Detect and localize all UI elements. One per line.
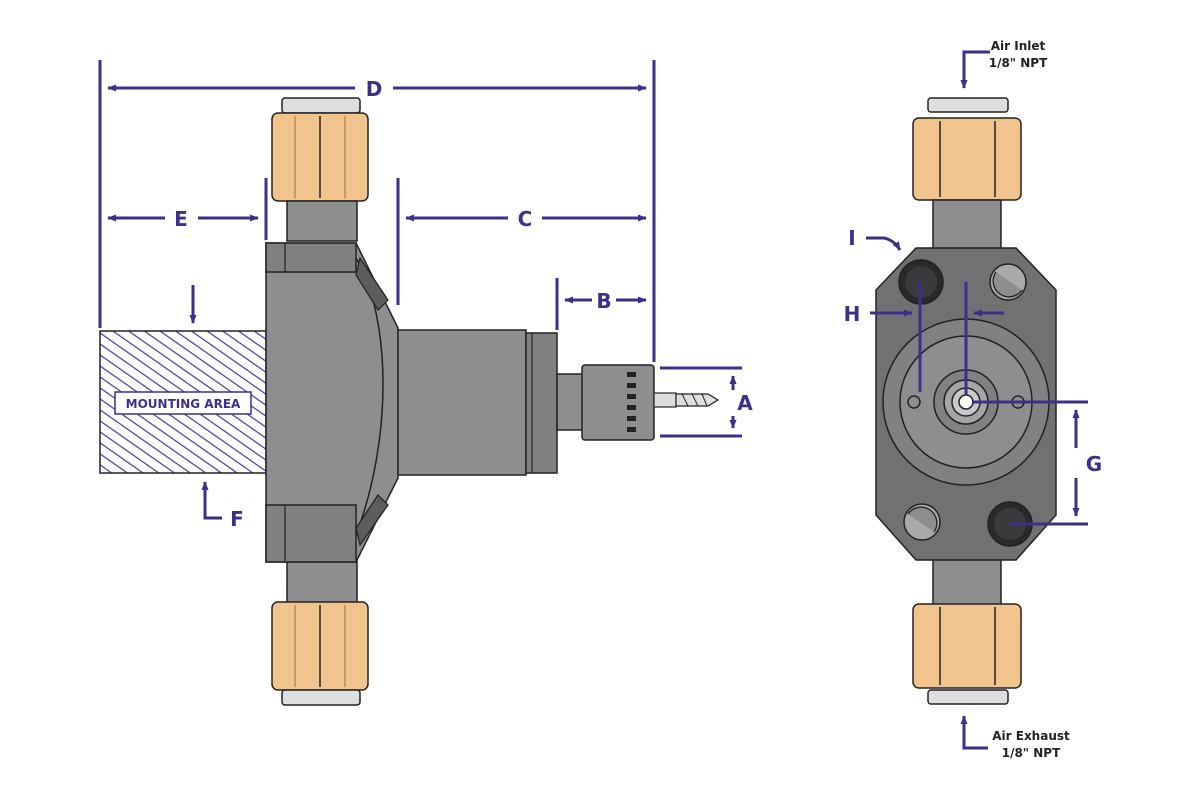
dimension-f-bottom-leader <box>201 481 222 520</box>
clamp-bottom-left-slot <box>907 506 938 533</box>
label-f: F <box>230 507 244 531</box>
exhaust-fitting-cap <box>927 689 1009 705</box>
body-port-bottom <box>355 494 389 547</box>
air-inlet-arrow <box>960 50 990 89</box>
label-b: B <box>596 289 611 313</box>
label-d: D <box>366 77 383 101</box>
bottom-fitting-stem <box>286 559 358 606</box>
body-top-cap <box>265 242 357 273</box>
inlet-fitting-stem <box>932 199 1002 251</box>
label-e: E <box>174 207 188 231</box>
inlet-fitting-nut <box>912 117 1022 201</box>
exhaust-fitting-nut <box>912 603 1022 689</box>
collet-bore <box>958 394 974 410</box>
drill-flute <box>691 393 699 407</box>
air-exhaust-size: 1/8" NPT <box>1002 746 1061 760</box>
bottom-fitting-cap <box>281 689 361 706</box>
label-h: H <box>844 302 861 326</box>
top-fitting-cap <box>281 97 361 114</box>
label-a: A <box>737 391 753 415</box>
exhaust-fitting-stem <box>932 554 1002 608</box>
side-view-dimensions <box>98 60 742 520</box>
air-inlet-size: 1/8" NPT <box>989 56 1048 70</box>
top-fitting-stem <box>286 200 358 242</box>
air-inlet-label: Air Inlet <box>991 39 1046 53</box>
air-exhaust-arrow <box>960 715 988 750</box>
inlet-fitting-cap <box>927 97 1009 113</box>
clamp-top-right-slot <box>992 271 1023 298</box>
drill-shank <box>653 392 677 408</box>
spindle-neck <box>556 373 585 431</box>
spindle-flange <box>525 332 558 474</box>
label-g: G <box>1086 452 1102 476</box>
mounting-area-label: MOUNTING AREA <box>126 397 241 411</box>
label-i: I <box>848 226 855 250</box>
spindle-housing <box>397 329 527 476</box>
label-c: C <box>518 207 533 231</box>
collet-knurl <box>627 372 636 432</box>
end-view-dimensions <box>866 50 1088 750</box>
leader-i <box>866 236 902 251</box>
drill-flute <box>681 393 689 407</box>
body-port-top <box>355 256 389 311</box>
body-bottom-cap <box>265 504 357 563</box>
end-view-labels: Air Inlet 1/8" NPT Air Exhaust 1/8" NPT … <box>844 39 1103 760</box>
air-exhaust-label: Air Exhaust <box>992 729 1070 743</box>
pin-hole-left <box>907 395 921 409</box>
mounting-area-label-box <box>114 391 252 415</box>
drill-flute <box>701 393 708 407</box>
collet-nut <box>581 364 655 441</box>
side-view-dimension-labels: D E C B A F <box>174 77 753 531</box>
side-view: MOUNTING AREA <box>99 97 720 706</box>
